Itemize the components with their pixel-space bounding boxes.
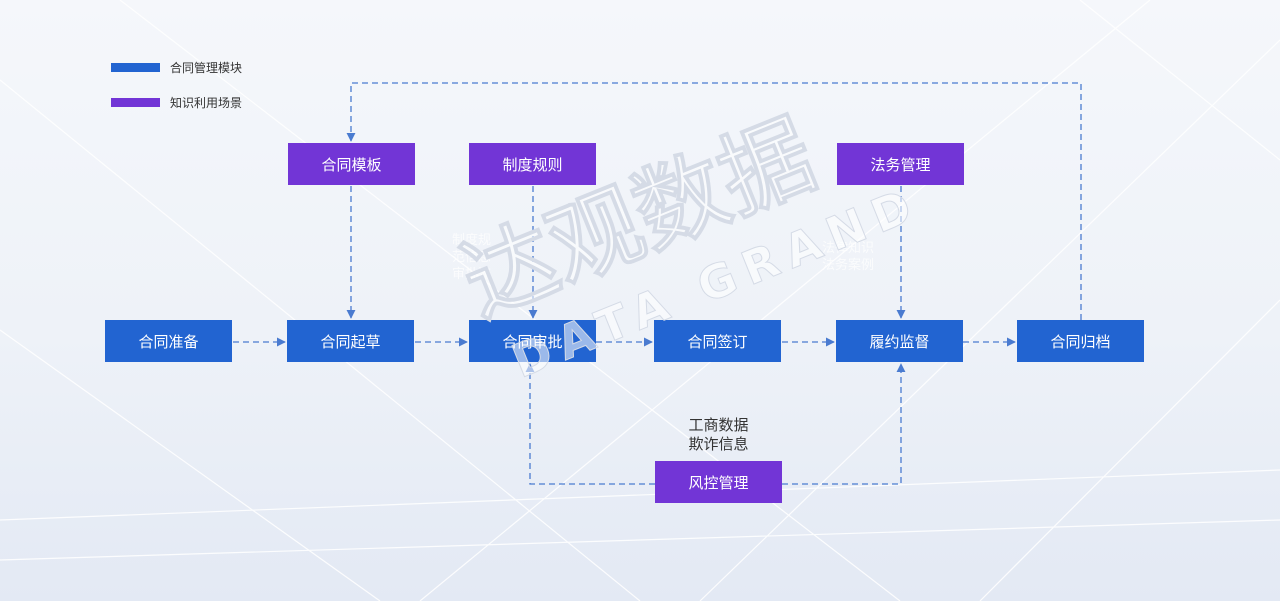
approve-side-note-3: 审批流	[452, 267, 492, 282]
risk-note-fraud-info: 欺诈信息	[688, 435, 749, 453]
node-contract-archive: 合同归档	[1017, 320, 1144, 362]
node-performance-monitor: 履约监督	[836, 320, 963, 362]
risk-note-business-data: 工商数据	[688, 416, 749, 434]
node-risk-management: 风控管理	[655, 461, 782, 503]
approve-side-note-2: 范信息	[452, 250, 492, 265]
approve-side-note-1: 制度规	[452, 233, 492, 248]
node-contract-draft: 合同起草	[287, 320, 414, 362]
approve-side-notes: 制度规 范信息 审批流	[452, 232, 491, 283]
risk-notes: 工商数据 欺诈信息	[660, 416, 777, 454]
node-policy-rules: 制度规则	[469, 143, 596, 185]
legend-label-scene: 知识利用场景	[170, 96, 243, 110]
legal-side-notes: 法律知识 法务案例	[822, 240, 874, 274]
legal-side-note-1: 法律知识	[822, 241, 875, 256]
arrow-risk-approve	[525, 363, 655, 485]
legal-side-note-2: 法务案例	[822, 258, 875, 273]
node-contract-prepare: 合同准备	[105, 320, 232, 362]
node-contract-sign: 合同签订	[654, 320, 781, 362]
arrow-archive-template	[346, 82, 1082, 320]
legend-swatch-module	[111, 63, 160, 72]
node-contract-template: 合同模板	[288, 143, 415, 185]
arrow-risk-monitor	[782, 363, 906, 485]
legend-item-scene: 知识利用场景	[111, 94, 242, 111]
node-contract-approve: 合同审批	[469, 320, 596, 362]
legend-swatch-scene	[111, 98, 160, 107]
node-legal-management: 法务管理	[837, 143, 964, 185]
legend-label-module: 合同管理模块	[170, 61, 243, 75]
legend-item-module: 合同管理模块	[111, 59, 242, 76]
